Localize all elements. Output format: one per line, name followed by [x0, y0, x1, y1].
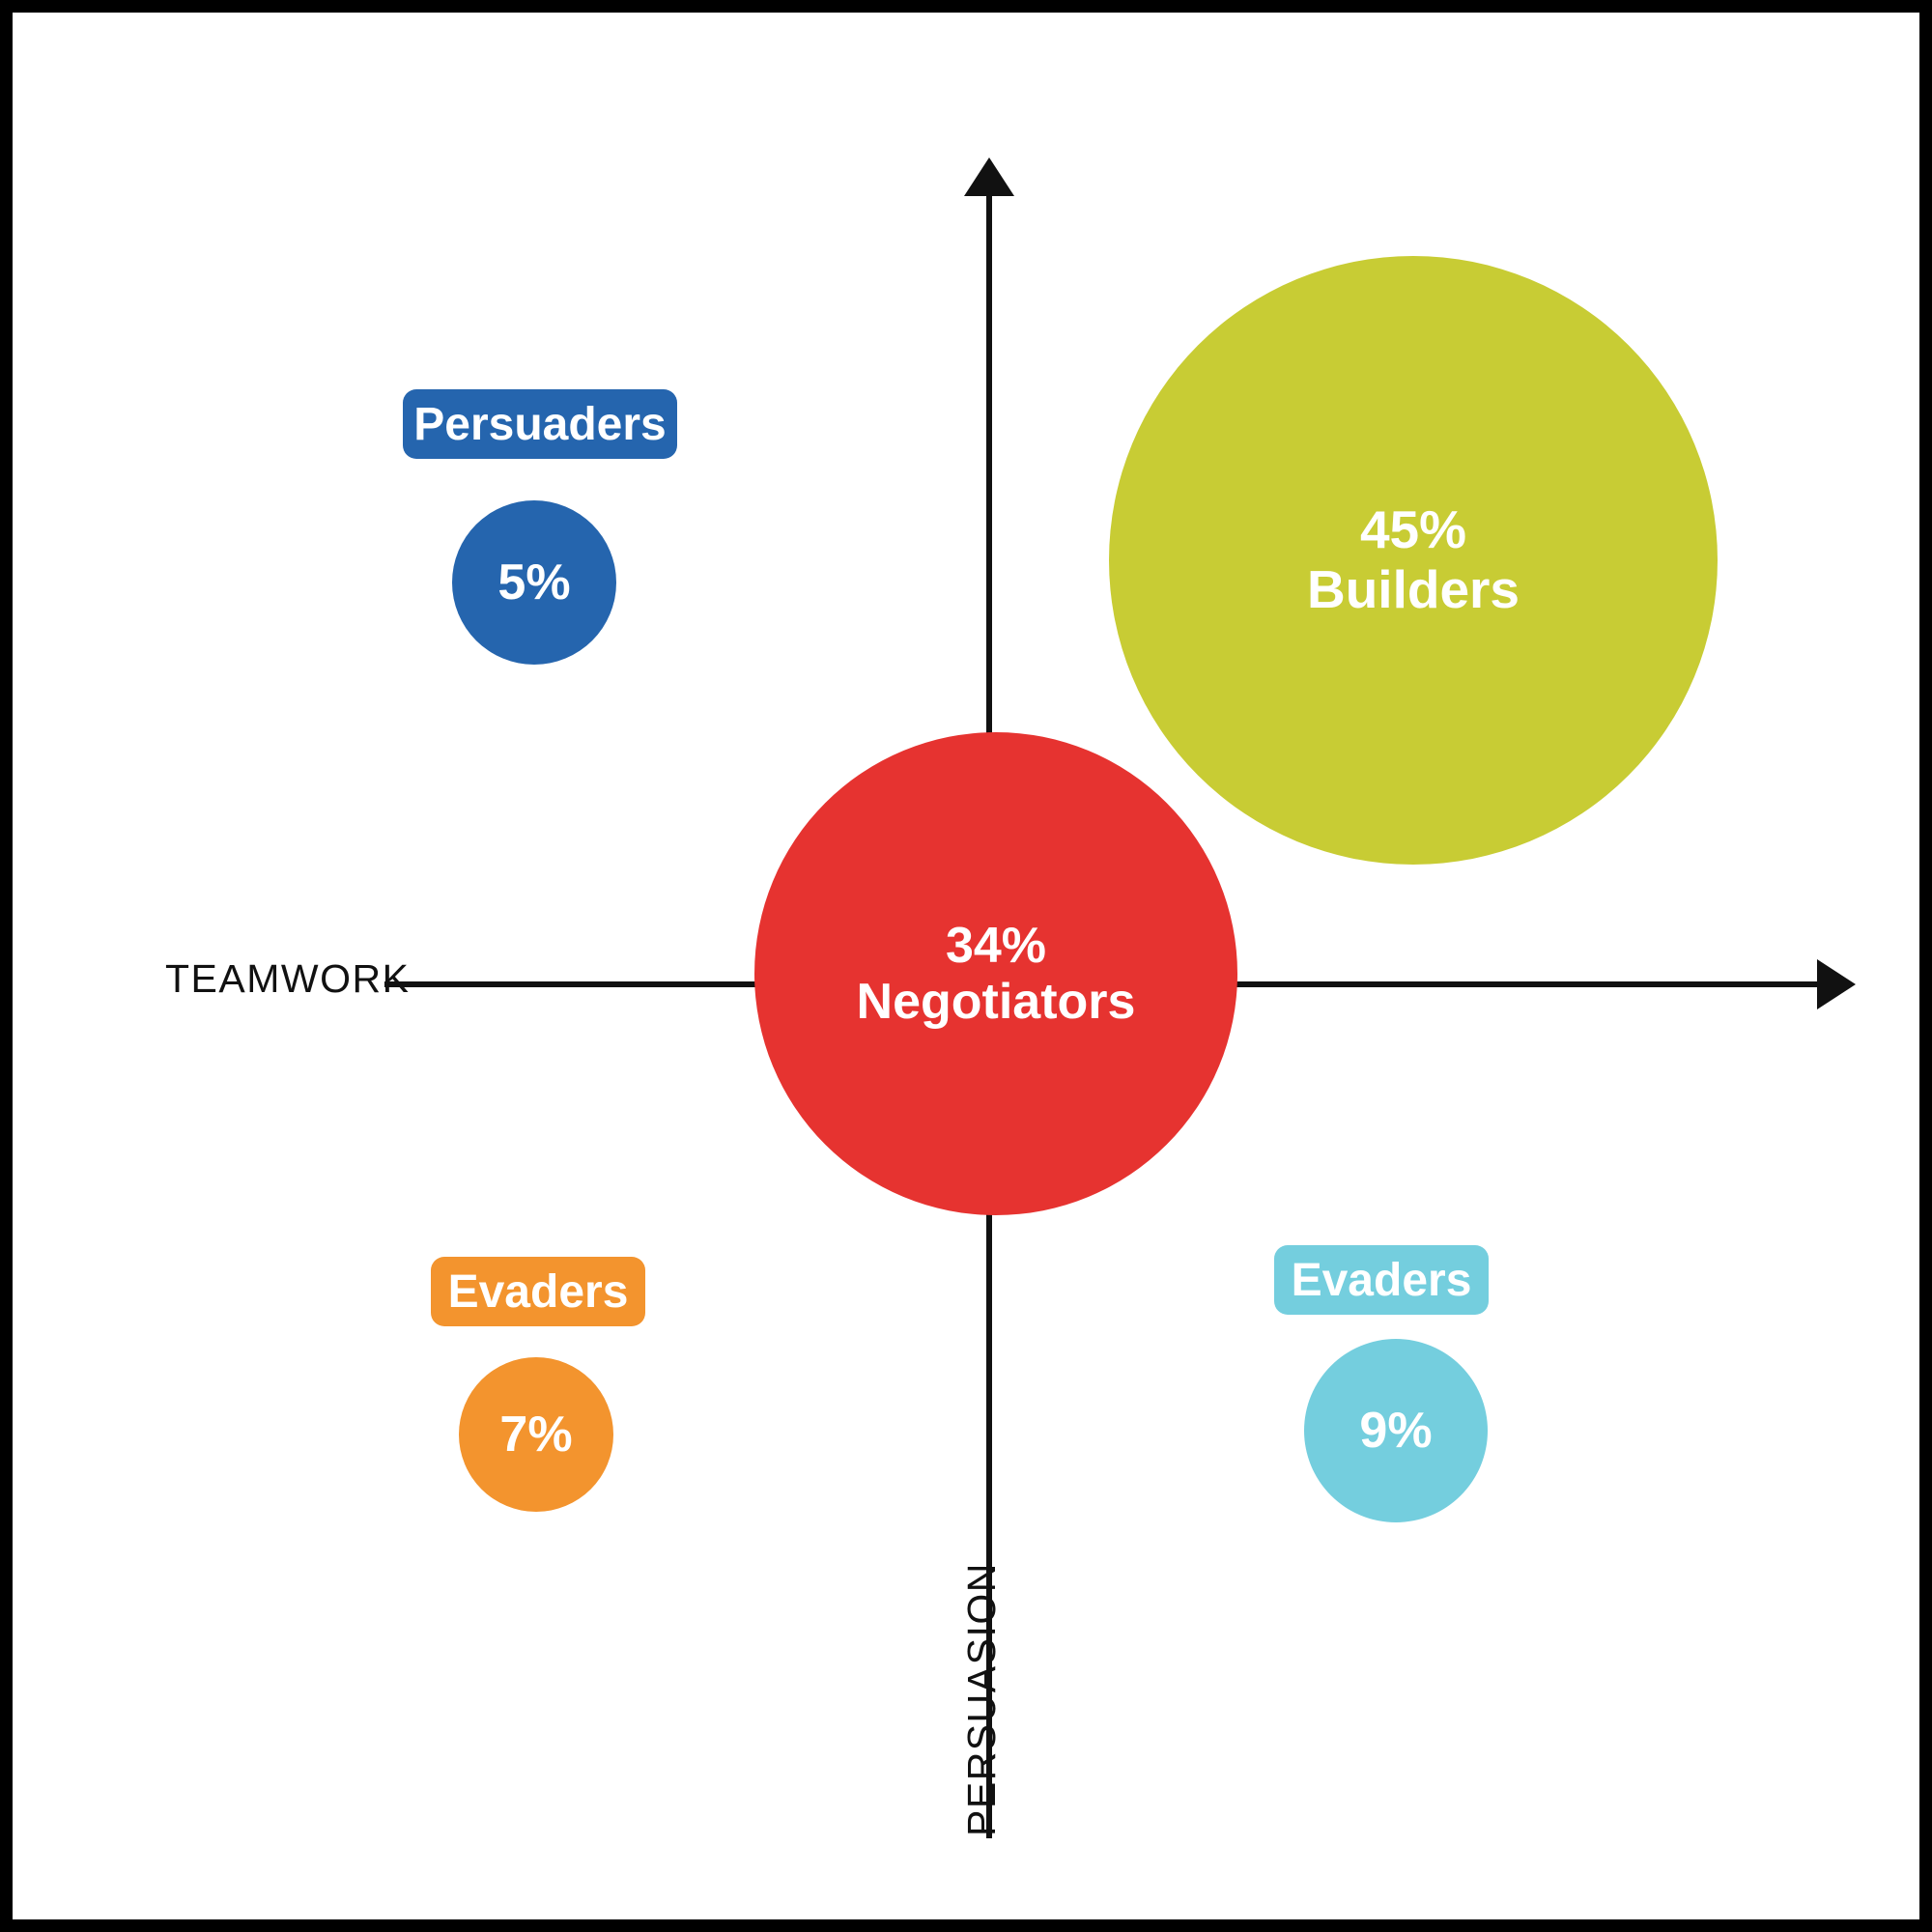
bubble-persuaders[interactable]: 5%: [452, 500, 616, 665]
axis-label-persuasion: PERSUASION: [959, 1562, 1004, 1836]
bubble-builders[interactable]: 45% Builders: [1109, 256, 1718, 865]
axis-label-teamwork: TEAMWORK: [165, 956, 411, 1001]
bubble-evaders-right[interactable]: 9%: [1304, 1339, 1488, 1522]
bubble-builders-name: Builders: [1306, 559, 1520, 619]
right-arrow-icon: [1817, 959, 1856, 1009]
up-arrow-icon: [964, 157, 1014, 196]
bubble-negotiators-name: Negotiators: [856, 974, 1136, 1030]
bubble-evaders-left[interactable]: 7%: [459, 1357, 613, 1512]
pill-label-persuaders[interactable]: Persuaders: [403, 389, 677, 459]
bubble-negotiators-percent: 34%: [945, 917, 1047, 974]
bubble-builders-percent: 45%: [1359, 499, 1467, 560]
pill-label-evaders-left[interactable]: Evaders: [431, 1257, 645, 1326]
bubble-evaders-right-percent: 9%: [1359, 1402, 1433, 1459]
pill-label-evaders-right[interactable]: Evaders: [1274, 1245, 1489, 1315]
bubble-persuaders-percent: 5%: [497, 554, 571, 611]
bubble-evaders-left-percent: 7%: [499, 1406, 573, 1463]
pill-label-persuaders-text: Persuaders: [413, 398, 667, 450]
pill-label-evaders-left-text: Evaders: [447, 1265, 629, 1318]
pill-label-evaders-right-text: Evaders: [1291, 1254, 1472, 1306]
bubble-negotiators[interactable]: 34% Negotiators: [754, 732, 1237, 1215]
